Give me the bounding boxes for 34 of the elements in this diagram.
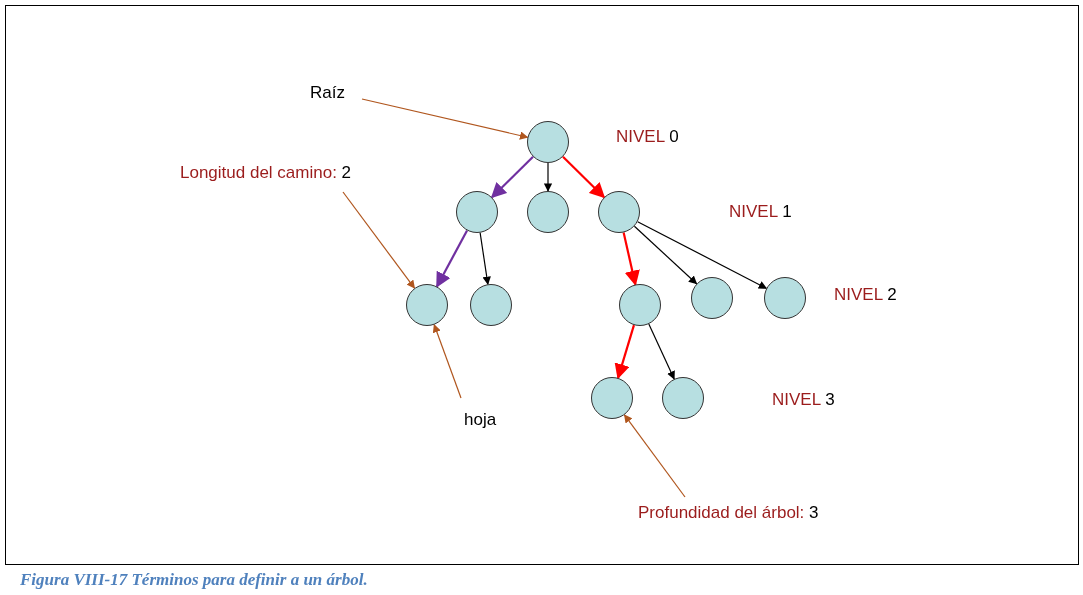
annotation-text: hoja	[464, 410, 497, 430]
tree-node-circle	[764, 277, 806, 319]
level-label: NIVEL 0	[616, 127, 679, 147]
arrow	[637, 221, 768, 289]
tree-node-circle	[619, 284, 661, 326]
leader-line	[361, 98, 529, 140]
figure-caption: Figura VIII-17 Términos para definir a un árbol.	[20, 570, 368, 590]
arrow	[648, 323, 675, 380]
arrow	[543, 162, 553, 192]
annotation-text: Profundidad del árbol: 3	[638, 503, 819, 523]
tree-node-circle	[406, 284, 448, 326]
tree-node-circle	[527, 121, 569, 163]
leader-line	[623, 414, 686, 498]
annotation-text: Raíz	[310, 83, 345, 103]
arrow	[435, 229, 469, 288]
leader-line	[342, 191, 416, 289]
tree-node-circle	[691, 277, 733, 319]
tree-node-circle	[662, 377, 704, 419]
level-label: NIVEL 3	[772, 390, 835, 410]
tree-node-circle	[598, 191, 640, 233]
arrow	[622, 232, 640, 286]
tree-node-circle	[527, 191, 569, 233]
arrow	[479, 232, 491, 286]
arrow	[562, 155, 606, 199]
arrow	[633, 225, 698, 285]
annotation-text: Longitud del camino: 2	[180, 163, 352, 183]
tree-node-circle	[456, 191, 498, 233]
level-label: NIVEL 1	[729, 202, 792, 222]
arrow	[614, 324, 635, 380]
tree-node-circle	[591, 377, 633, 419]
tree-node-circle	[470, 284, 512, 326]
leader-line	[432, 323, 462, 399]
arrow	[490, 155, 534, 199]
level-label: NIVEL 2	[834, 285, 897, 305]
